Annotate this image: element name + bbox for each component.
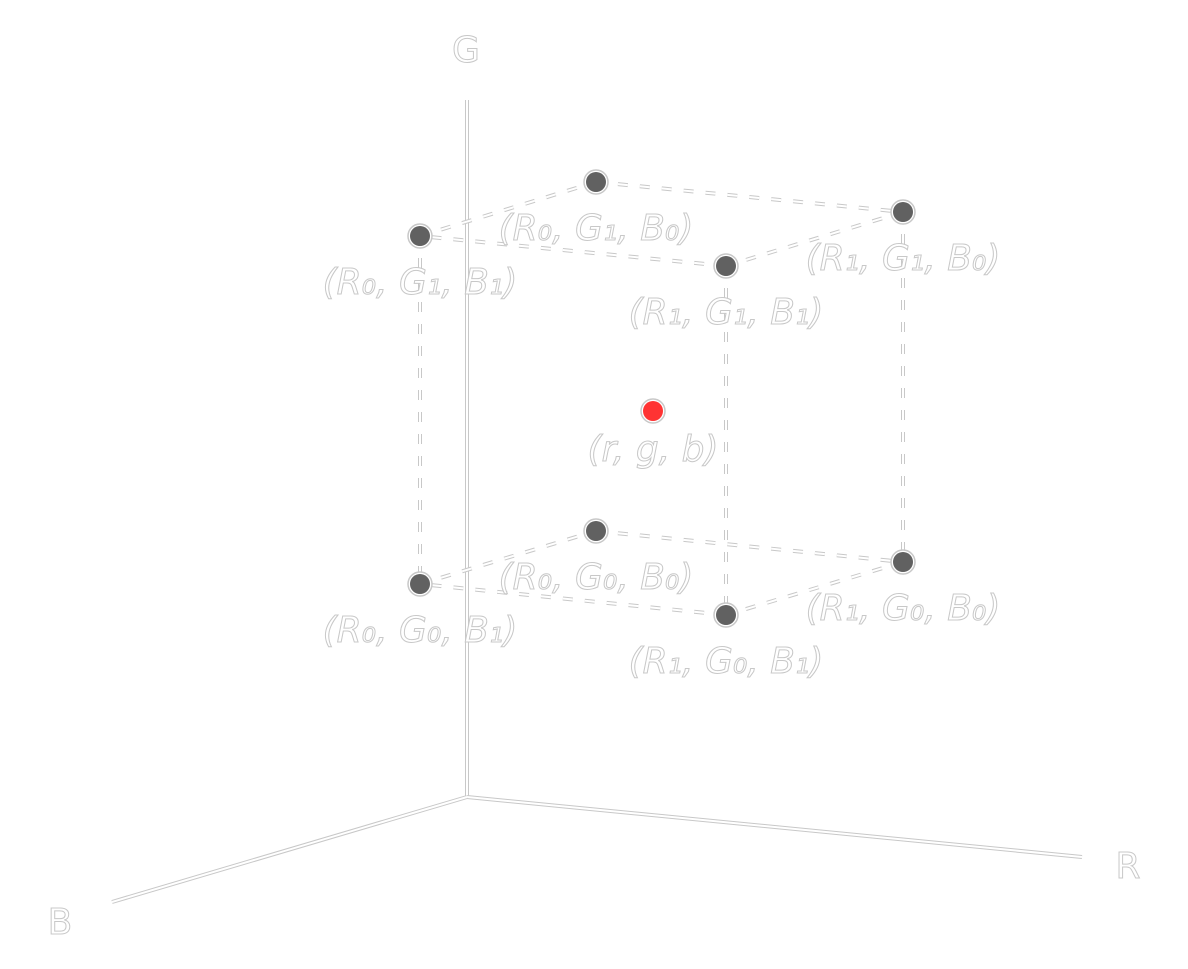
corner-R1G1B1-dot xyxy=(716,256,736,276)
edge-R1G1B0-R1G1B1 xyxy=(725,210,904,268)
cube-edges xyxy=(418,180,905,617)
axis-label-g: G xyxy=(452,30,480,71)
edge-R0G0B1-R0G0B0 xyxy=(419,529,597,586)
corner-R1G0B0-label: (R₁, G₀, B₀) xyxy=(806,588,1001,629)
corner-R0G0B1: (R₀, G₀, B₁) xyxy=(322,571,518,652)
corner-R0G0B1-label: (R₀, G₀, B₁) xyxy=(323,610,518,651)
sample-point-dot xyxy=(643,401,663,421)
corner-R1G1B0-label: (R₁, G₁, B₀) xyxy=(806,238,1001,279)
corner-R0G1B1: (R₀, G₁, B₁) xyxy=(322,223,518,304)
corner-R1G1B1: (R₁, G₁, B₁) xyxy=(628,253,824,334)
corner-R1G0B1-dot xyxy=(716,605,736,625)
corner-R0G0B0: (R₀, G₀, B₀) xyxy=(498,518,694,599)
corner-R0G0B1-dot xyxy=(410,574,430,594)
corner-R0G1B0: (R₀, G₁, B₀) xyxy=(498,169,694,250)
axis-label-r: R xyxy=(1115,846,1140,887)
edge-R1G0B1-R0G0B1 xyxy=(419,582,727,617)
sample-point-label: (r, g, b) xyxy=(587,429,718,470)
corner-R0G1B0-dot xyxy=(586,172,606,192)
sample-point: (r, g, b) xyxy=(587,398,719,471)
corner-R0G1B1-label: (R₀, G₁, B₁) xyxy=(323,262,518,303)
corner-R1G0B0: (R₁, G₀, B₀) xyxy=(805,549,1001,630)
corner-R1G0B1: (R₁, G₀, B₁) xyxy=(628,602,824,683)
corner-R0G0B0-label: (R₀, G₀, B₀) xyxy=(499,557,694,598)
cube-corners: (R₀, G₁, B₁) (R₀, G₁, B₀) (R₁, G₁, B₀) (R₁,… xyxy=(322,169,1001,683)
edge-R1G0B0-R1G0B1 xyxy=(725,560,904,617)
corner-R1G1B0-dot xyxy=(893,202,913,222)
corner-R1G1B1-label: (R₁, G₁, B₁) xyxy=(629,292,824,333)
edge-R0G0B0-R1G0B0 xyxy=(595,529,904,564)
corner-R1G0B1-label: (R₁, G₀, B₁) xyxy=(629,641,824,682)
axes xyxy=(111,100,1083,904)
edge-R0G1B1-R0G1B0 xyxy=(419,180,597,238)
corner-R1G0B0-dot xyxy=(893,552,913,572)
edge-R0G1B0-R1G1B0 xyxy=(595,180,904,214)
corner-R0G1B0-label: (R₀, G₁, B₀) xyxy=(499,208,694,249)
corner-R0G1B1-dot xyxy=(410,226,430,246)
corner-R1G1B0: (R₁, G₁, B₀) xyxy=(805,199,1001,280)
axis-label-b: B xyxy=(48,902,73,943)
corner-R0G0B0-dot xyxy=(586,521,606,541)
edge-R1G1B1-R0G1B1 xyxy=(419,234,727,268)
r-axis xyxy=(466,795,1083,859)
b-axis xyxy=(111,795,468,904)
